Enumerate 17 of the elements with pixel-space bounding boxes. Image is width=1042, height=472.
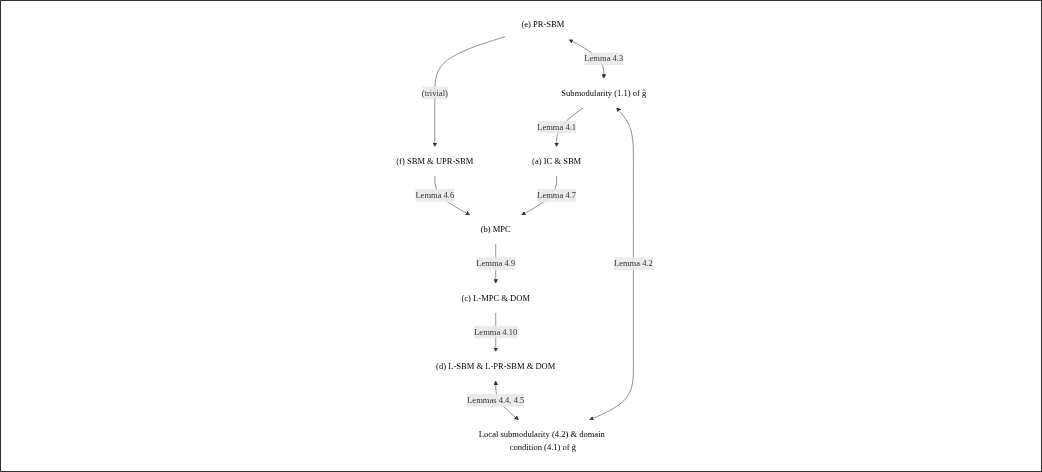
node-text: (c) L-MPC & DOM: [461, 293, 530, 303]
edge-label: Lemma 4.7: [536, 190, 576, 200]
edge-label: Lemma 4.6: [415, 190, 455, 200]
node-text: Submodularity (1.1) of g̃: [561, 88, 646, 98]
edge-label: Lemma 4.3: [584, 54, 623, 64]
node-text: Local submodularity (4.2) & domain condition (4.1) of g̃: [478, 429, 605, 452]
edge-label: Lemmas 4.4, 4.5: [466, 395, 525, 405]
node-text: (e) PR-SBM: [521, 19, 565, 29]
edge-label: Lemma 4.9: [476, 258, 515, 269]
edge-label: (trivial): [421, 88, 448, 98]
node-text: (a) IC & SBM: [531, 156, 581, 166]
edge-label: Lemma 4.10: [473, 327, 518, 337]
edge-label: Lemma 4.1: [536, 122, 576, 132]
edge-label: Lemma 4.2: [613, 258, 653, 269]
node-text: (f) SBM & UPR-SBM: [396, 156, 474, 166]
node-text: (b) MPC: [480, 224, 511, 234]
node-text: (d) L-SBM & L-PR-SBM & DOM: [435, 361, 556, 371]
